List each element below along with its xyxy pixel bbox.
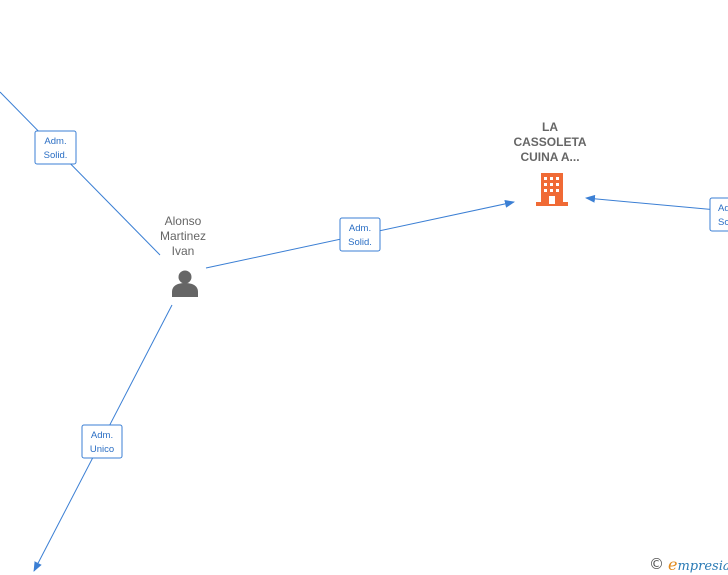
person-icon xyxy=(172,270,198,297)
edge-label-line: Adm. xyxy=(44,136,66,147)
edge-label-topleft[interactable]: Adm. Solid. xyxy=(34,130,77,165)
edge-label-line: Solid. xyxy=(44,150,68,161)
company-node[interactable]: LA CASSOLETA CUINA A... xyxy=(513,120,587,206)
edge-line-topleft-to-person xyxy=(0,91,161,256)
edge-label-bottomleft[interactable]: Adm. Unico xyxy=(81,424,123,459)
edge-label-box xyxy=(709,197,728,232)
building-icon xyxy=(536,173,568,206)
edge-label-box xyxy=(34,130,77,165)
edge-label-line: Adm. xyxy=(91,430,113,441)
brand-name: mpresia xyxy=(677,558,728,574)
company-label-line: CUINA A... xyxy=(520,150,579,164)
person-label-line: Alonso xyxy=(165,214,202,228)
edge-label-line: Adm. xyxy=(718,203,728,214)
person-node[interactable]: Alonso Martinez Ivan xyxy=(160,214,206,297)
empresia-watermark: © empresia xyxy=(649,554,728,574)
edge-label-right[interactable]: Adm. Solid. xyxy=(709,197,728,232)
edge-label-line: Unico xyxy=(90,444,114,455)
company-label-line: CASSOLETA xyxy=(513,135,586,149)
company-label-line: LA xyxy=(542,120,558,134)
edge-label-person-company[interactable]: Adm. Solid. xyxy=(339,217,381,252)
edge-label-line: Adm. xyxy=(349,223,371,234)
edges xyxy=(0,91,728,572)
brand-logo: empresia xyxy=(668,555,728,574)
person-label-line: Ivan xyxy=(172,244,195,258)
edge-label-line: Solid. xyxy=(718,217,728,228)
copyright-icon: © xyxy=(649,555,664,573)
edge-line-right-to-company xyxy=(585,194,728,212)
brand-initial: e xyxy=(668,554,678,574)
edge-label-line: Solid. xyxy=(348,237,372,248)
person-label-line: Martinez xyxy=(160,229,206,243)
edge-label-box xyxy=(81,424,123,459)
edge-label-box xyxy=(339,217,381,252)
